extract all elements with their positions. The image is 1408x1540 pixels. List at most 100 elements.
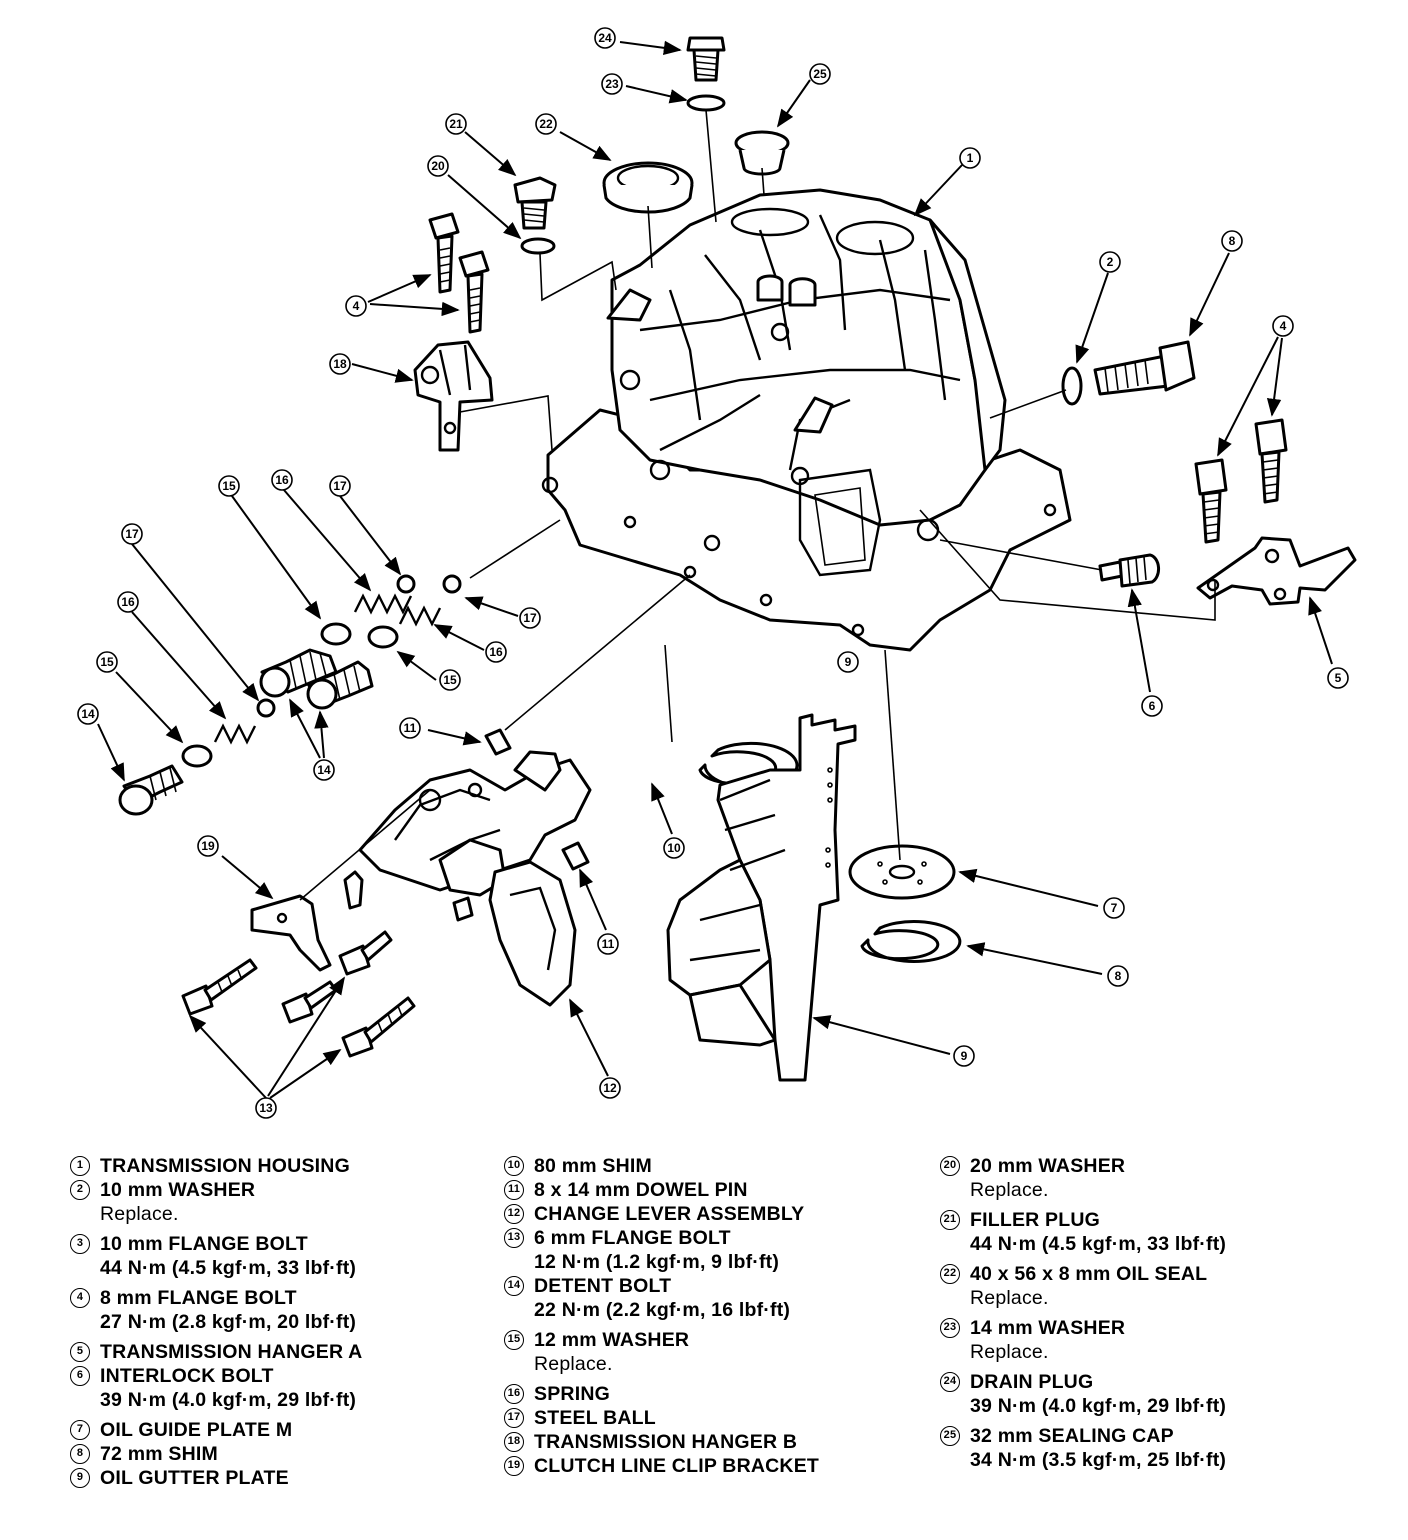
callout-8-bolt: 8 (1221, 230, 1243, 252)
10mm-washer (1061, 366, 1083, 406)
filler-plug (513, 176, 557, 230)
steel-ball (396, 574, 416, 594)
svg-text:14: 14 (81, 707, 95, 721)
svg-text:6: 6 (1149, 699, 1156, 713)
12mm-washer (181, 744, 213, 768)
20mm-washer (520, 237, 556, 255)
spring (213, 593, 442, 745)
callout-4-left: 4 (345, 295, 367, 317)
6mm-flange-bolts (181, 930, 416, 1058)
svg-text:2: 2 (1107, 255, 1114, 269)
svg-text:1: 1 (967, 151, 974, 165)
callout-2: 2 (1099, 251, 1121, 273)
steel-ball (256, 698, 276, 718)
callout-15-c: 15 (439, 669, 461, 691)
svg-text:7: 7 (1111, 901, 1118, 915)
callout-13: 13 (255, 1097, 277, 1119)
svg-text:4: 4 (353, 299, 360, 313)
svg-text:8: 8 (1229, 234, 1236, 248)
flange-bolts-left (428, 212, 490, 334)
callout-24: 24 (594, 27, 616, 49)
svg-text:25: 25 (813, 67, 827, 81)
exploded-parts-diagram: 24 23 25 22 21 20 1 2 8 4 4 18 17 16 15 … (77, 27, 1357, 1119)
svg-text:24: 24 (598, 31, 612, 45)
callout-15-b: 15 (96, 651, 118, 673)
callout-9-upper: 9 (837, 651, 859, 673)
callout-14-a: 14 (77, 703, 99, 725)
detent-bolt (118, 648, 374, 816)
interlock-bolt (1098, 553, 1161, 588)
svg-text:11: 11 (404, 721, 417, 735)
callout-22: 22 (535, 113, 557, 135)
callout-18: 18 (329, 353, 351, 375)
callout-1: 1 (959, 147, 981, 169)
transmission-housing (541, 188, 1072, 652)
svg-text:16: 16 (275, 473, 289, 487)
14mm-washer (686, 94, 726, 112)
callout-23: 23 (601, 73, 623, 95)
callout-17-c: 17 (519, 607, 541, 629)
dowel-pin (561, 841, 590, 871)
callout-6: 6 (1141, 695, 1163, 717)
callout-5: 5 (1327, 667, 1349, 689)
callout-10: 10 (663, 837, 685, 859)
svg-text:17: 17 (523, 611, 537, 625)
sealing-cap (734, 130, 790, 176)
callout-16-c: 16 (485, 641, 507, 663)
callout-17-b: 17 (121, 523, 143, 545)
svg-text:15: 15 (100, 655, 114, 669)
callout-11-b: 11 (597, 933, 619, 955)
12mm-washer (320, 622, 352, 646)
svg-text:19: 19 (201, 839, 215, 853)
callout-11-a: 11 (399, 717, 421, 739)
svg-text:15: 15 (443, 673, 457, 687)
svg-text:21: 21 (449, 117, 463, 131)
clutch-line-clip-bracket (250, 894, 332, 972)
svg-text:15: 15 (222, 479, 236, 493)
callout-8-shim: 8 (1107, 965, 1129, 987)
callout-21: 21 (445, 113, 467, 135)
transmission-hanger-b (413, 340, 494, 452)
transmission-hanger-a (1196, 536, 1357, 606)
svg-text:10: 10 (667, 841, 681, 855)
svg-text:18: 18 (333, 357, 347, 371)
svg-text:12: 12 (603, 1081, 617, 1095)
callout-17-a: 17 (329, 475, 351, 497)
callout-numbers: 24 23 25 22 21 20 1 2 8 4 4 18 17 16 15 … (77, 27, 1349, 1119)
svg-text:9: 9 (845, 655, 852, 669)
svg-text:5: 5 (1335, 671, 1342, 685)
callout-25: 25 (809, 63, 831, 85)
svg-text:11: 11 (602, 937, 615, 951)
callout-12: 12 (599, 1077, 621, 1099)
72mm-shim (860, 920, 962, 963)
callout-4-right: 4 (1272, 315, 1294, 337)
svg-text:9: 9 (961, 1049, 968, 1063)
callout-16-b: 16 (117, 591, 139, 613)
svg-text:14: 14 (317, 763, 331, 777)
callout-9-lower: 9 (953, 1045, 975, 1067)
